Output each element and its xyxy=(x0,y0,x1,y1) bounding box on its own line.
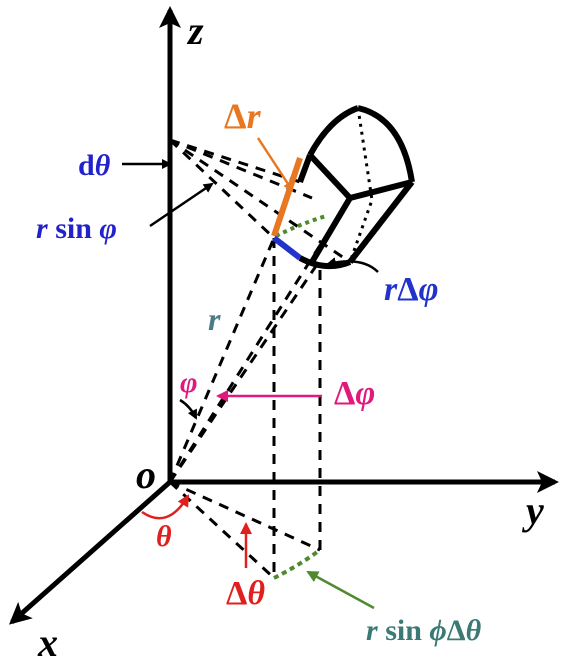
inner-bottom-arc xyxy=(298,255,352,270)
r-sin-phi-arc-top xyxy=(275,214,327,238)
axes xyxy=(9,6,559,625)
r-sin-phi-label: r sin φ xyxy=(36,212,117,245)
r-delta-phi-label: rΔφ xyxy=(384,271,438,308)
y-axis-label: y xyxy=(522,488,544,533)
r-label: r xyxy=(208,301,221,337)
x-axis-label: x xyxy=(37,620,58,660)
outer-top-arc xyxy=(307,105,360,157)
r-delta-phi-edge xyxy=(272,235,302,261)
delta-r-edge xyxy=(271,157,303,237)
d-theta-label: dθ xyxy=(78,149,111,182)
base-line-1 xyxy=(168,480,276,580)
delta-r-pointer xyxy=(256,137,294,192)
delta-theta-label: Δθ xyxy=(226,575,265,612)
theta-label: θ xyxy=(156,520,172,553)
construction-lines xyxy=(168,138,352,580)
r-sin-phi-delta-theta-arc xyxy=(273,548,322,580)
r-sin-phi-pointer xyxy=(149,182,214,228)
radial-line-1 xyxy=(168,237,276,483)
z-axis-label: z xyxy=(186,8,204,53)
outer-right-arc xyxy=(357,105,415,183)
theta-angle-arc xyxy=(141,494,190,520)
r-delta-phi-pointer xyxy=(326,257,379,273)
volume-element xyxy=(297,105,415,270)
base-line-2 xyxy=(169,480,321,552)
front-edge xyxy=(309,196,353,264)
right-edge xyxy=(347,180,415,264)
z-top-line-4 xyxy=(169,138,351,264)
origin-label: o xyxy=(136,452,156,497)
outer-edge-bottom xyxy=(349,179,413,201)
inner-top-edge xyxy=(297,153,313,184)
phi-angle-arc xyxy=(179,398,198,420)
radial-line-3 xyxy=(168,197,352,483)
delta-phi-label: Δφ xyxy=(334,375,375,412)
z-top-line-1 xyxy=(168,138,276,240)
x-axis xyxy=(9,480,172,625)
r-sin-phi-delta-theta-label: r sin ϕΔθ xyxy=(366,614,482,647)
delta-r-label: Δr xyxy=(224,96,262,136)
hidden-edge xyxy=(348,107,374,263)
r-sin-phi-delta-theta-pointer xyxy=(306,570,375,610)
z-top-line-3 xyxy=(169,138,301,184)
outer-edge-left xyxy=(307,152,353,201)
phi-label: φ xyxy=(180,366,198,399)
